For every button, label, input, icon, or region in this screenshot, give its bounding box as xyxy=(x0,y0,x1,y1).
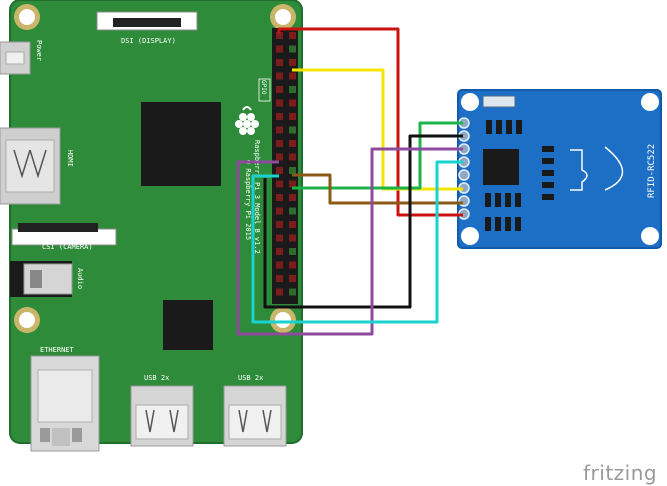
csi-connector xyxy=(11,223,117,246)
gpio-pin xyxy=(289,59,296,66)
gpio-pin xyxy=(289,99,296,107)
gpio-pin xyxy=(289,221,296,228)
raspberry-logo-icon xyxy=(235,106,259,135)
smd-components xyxy=(485,120,554,231)
gpio-pin xyxy=(276,32,283,39)
rfid-pin xyxy=(458,169,470,181)
gpio-pin xyxy=(289,167,296,174)
gpio-pin xyxy=(276,113,283,120)
soc-chip xyxy=(141,102,221,186)
gpio-pin xyxy=(276,86,283,93)
fritzing-watermark: fritzing xyxy=(583,461,657,485)
gpio-pin xyxy=(276,140,283,147)
gpio-pin xyxy=(289,126,296,134)
mounting-hole-icon xyxy=(641,227,659,245)
usb-port-left xyxy=(130,385,194,447)
audio-label: Audio xyxy=(76,268,84,289)
gpio-pin xyxy=(276,72,283,80)
wire-green xyxy=(292,121,463,190)
rfid-label: RFID-RC522 xyxy=(647,144,657,198)
wire-brown xyxy=(292,173,463,205)
gpio-header xyxy=(272,28,298,304)
mounting-hole-icon xyxy=(641,93,659,111)
csi-label: CSI (CAMERA) xyxy=(42,243,93,251)
gpio-pin xyxy=(289,140,296,147)
gpio-pin xyxy=(289,194,296,201)
gpio-pin xyxy=(289,248,296,255)
gpio-pin xyxy=(276,194,283,201)
wires xyxy=(236,27,463,336)
gpio-pin xyxy=(276,59,283,66)
gpio-pin xyxy=(289,180,296,188)
mounting-hole-icon xyxy=(14,4,40,30)
rc522-chip xyxy=(483,149,519,185)
usb-left-label: USB 2x xyxy=(144,374,169,382)
usb-controller-chip xyxy=(163,300,213,350)
power-connector xyxy=(0,41,31,75)
hdmi-connector xyxy=(0,127,61,205)
raspberry-pi-board: Power DSI (DISPLAY) HDMI Raspber xyxy=(0,0,303,452)
gpio-pin xyxy=(289,45,296,53)
dsi-label: DSI (DISPLAY) xyxy=(121,37,176,45)
gpio-pin xyxy=(276,275,283,282)
wire-red xyxy=(277,27,463,217)
gpio-pin xyxy=(289,261,296,269)
mounting-hole-icon xyxy=(461,93,479,111)
gpio-pin xyxy=(289,234,296,242)
gpio-pin xyxy=(276,167,283,174)
gpio-pin xyxy=(276,207,283,215)
model-label: Raspberry Pi 3 Model B v1.2 xyxy=(253,140,261,254)
gpio-pin xyxy=(289,86,296,93)
usb-port-right xyxy=(223,385,287,447)
gpio-pin xyxy=(276,248,283,255)
mounting-hole-icon xyxy=(270,307,296,333)
gpio-pin xyxy=(276,180,283,188)
gpio-pin xyxy=(289,275,296,282)
hdmi-label: HDMI xyxy=(66,150,74,167)
crystal-component xyxy=(482,95,516,108)
gpio-pin xyxy=(276,288,283,296)
gpio-pin xyxy=(276,261,283,269)
power-label: Power xyxy=(35,40,43,61)
gpio-pin xyxy=(276,126,283,134)
antenna-icon xyxy=(570,146,624,191)
wire-yellow xyxy=(292,68,463,191)
gpio-pin xyxy=(289,72,296,80)
wire-black xyxy=(263,134,463,309)
ethernet-port xyxy=(30,355,100,452)
rfid-module: RFID-RC522 xyxy=(457,89,662,249)
gpio-pin xyxy=(276,99,283,107)
copyright-label: © Raspberry Pi 2015 xyxy=(244,160,252,240)
gpio-pin xyxy=(276,221,283,228)
gpio-pin xyxy=(289,32,296,39)
audio-jack xyxy=(10,261,73,297)
gpio-pin xyxy=(276,234,283,242)
mounting-hole-icon xyxy=(14,307,40,333)
mounting-hole-icon xyxy=(270,4,296,30)
gpio-pin xyxy=(289,288,296,296)
gpio-pin xyxy=(289,153,296,161)
gpio-label-box xyxy=(258,78,271,102)
gpio-pin xyxy=(276,45,283,53)
gpio-pin xyxy=(276,153,283,161)
mounting-hole-icon xyxy=(461,227,479,245)
wire-cyan xyxy=(251,160,463,324)
wire-purple xyxy=(236,147,463,336)
ethernet-label: ETHERNET xyxy=(40,346,75,354)
dsi-connector xyxy=(96,11,198,31)
gpio-pin xyxy=(289,207,296,215)
gpio-label: GPIO xyxy=(260,80,267,95)
gpio-pin xyxy=(289,113,296,120)
usb-right-label: USB 2x xyxy=(238,374,263,382)
